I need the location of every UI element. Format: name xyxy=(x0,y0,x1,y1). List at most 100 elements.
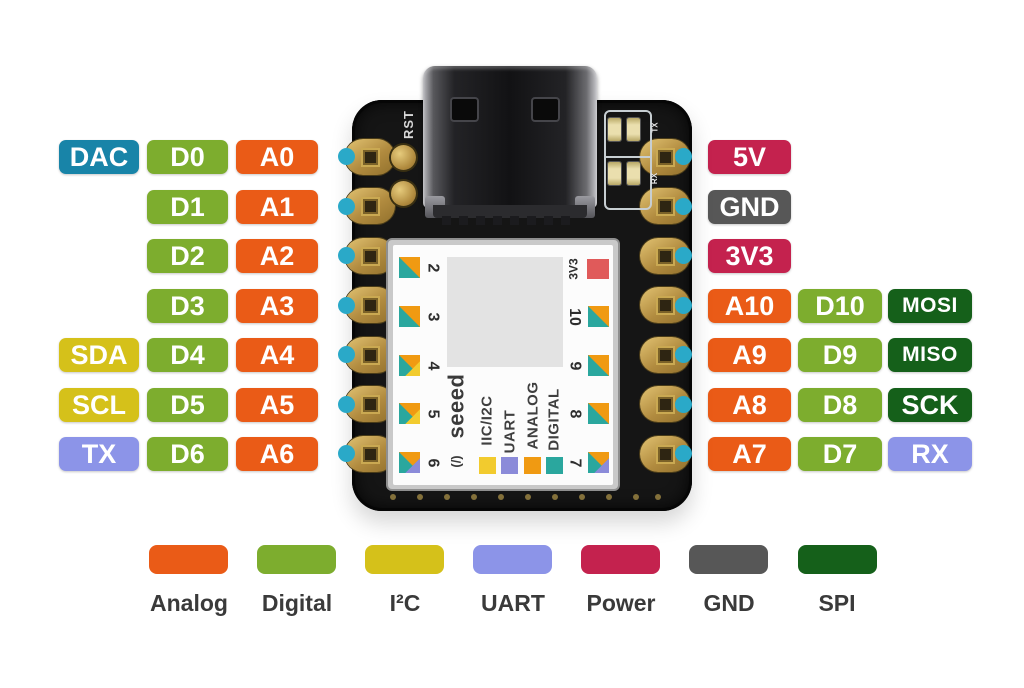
pin-badge-a5: A5 xyxy=(236,388,318,422)
led xyxy=(627,118,640,141)
legend-label-spi: SPI xyxy=(818,590,856,616)
label-legend-uart: UART xyxy=(501,409,519,454)
pin-badge-d4: D4 xyxy=(147,338,228,372)
led xyxy=(608,118,621,141)
castellation xyxy=(633,494,639,500)
legend-swatch-analog xyxy=(149,545,228,574)
pin-badge-d0: D0 xyxy=(147,140,228,174)
board-pad xyxy=(345,188,395,224)
usb-pin xyxy=(561,216,570,225)
castellation xyxy=(498,494,504,500)
cap-square-pin7 xyxy=(588,452,609,473)
cap-square-pin6 xyxy=(399,452,420,473)
pin-badge-a8: A8 xyxy=(708,388,791,422)
pin-badge-scl: SCL xyxy=(59,388,139,422)
castellation xyxy=(552,494,558,500)
cap-square-pin5 xyxy=(399,403,420,424)
legend-label-power: Power xyxy=(586,590,656,616)
board-pad xyxy=(640,386,690,422)
cap-square-pin4 xyxy=(399,355,420,376)
pin-badge-a6: A6 xyxy=(236,437,318,471)
pin-badge-a10: A10 xyxy=(708,289,791,323)
pin-badge-d9: D9 xyxy=(798,338,882,372)
cap-square-pin8 xyxy=(588,403,609,424)
pin-number: 10 xyxy=(565,307,583,326)
castellation xyxy=(655,494,661,500)
pin-badge-dac: DAC xyxy=(59,140,139,174)
usb-pin xyxy=(544,216,553,225)
castellation xyxy=(606,494,612,500)
pin-dot xyxy=(338,297,355,314)
reset-pad xyxy=(391,145,416,170)
seeed-logo-text: seeed xyxy=(443,373,469,439)
castellation xyxy=(471,494,477,500)
legend-label-i2c: I²C xyxy=(389,590,421,616)
pin-number: 6 xyxy=(424,458,441,467)
castellation xyxy=(525,494,531,500)
pin-badge-sck: SCK xyxy=(888,388,972,422)
usb-shield-hole xyxy=(531,97,560,122)
pin-number: 4 xyxy=(424,361,441,370)
usb-flange xyxy=(433,205,587,218)
castellation xyxy=(579,494,585,500)
pin-dot xyxy=(338,148,355,165)
legend-swatch-i2c xyxy=(365,545,444,574)
pin-number: 9 xyxy=(566,361,583,370)
tx-led-label: TX xyxy=(650,121,660,133)
reset-pad xyxy=(391,181,416,206)
pin-badge-d7: D7 xyxy=(798,437,882,471)
label-legend-iic: IIC/I2C xyxy=(479,395,496,446)
pin-badge-a4: A4 xyxy=(236,338,318,372)
legend-swatch-gnd xyxy=(689,545,768,574)
label-legend-swatch-digital xyxy=(546,457,563,474)
pin-number: 3 xyxy=(424,312,441,321)
legend-label-gnd: GND xyxy=(703,590,755,616)
pin-badge-tx: TX xyxy=(59,437,139,471)
rst-silkscreen-label: RST xyxy=(400,109,416,139)
legend-label-analog: Analog xyxy=(150,590,228,616)
pin-badge-gnd: GND xyxy=(708,190,791,224)
chip xyxy=(447,257,563,367)
pin-number: 8 xyxy=(566,409,583,418)
pin-badge-a0: A0 xyxy=(236,140,318,174)
pin-badge-a2: A2 xyxy=(236,239,318,273)
label-legend-digital: DIGITAL xyxy=(546,387,564,451)
pin-dot xyxy=(675,297,692,314)
pin-badge-d8: D8 xyxy=(798,388,882,422)
pin-badge-a7: A7 xyxy=(708,437,791,471)
board-3v3-label: 3V3 xyxy=(566,258,581,280)
pin-badge-d1: D1 xyxy=(147,190,228,224)
seeed-logo-icon: (/) xyxy=(448,454,464,468)
usb-pin xyxy=(510,216,519,225)
castellation xyxy=(417,494,423,500)
legend-label-digital: Digital xyxy=(261,590,333,616)
pin-dot xyxy=(675,148,692,165)
pin-badge-d10: D10 xyxy=(798,289,882,323)
pin-dot xyxy=(338,346,355,363)
pin-dot xyxy=(675,198,692,215)
pin-number: 5 xyxy=(424,409,441,418)
cap-square-3v3 xyxy=(587,259,609,279)
pin-badge-a9: A9 xyxy=(708,338,791,372)
usb-pin xyxy=(493,216,502,225)
pin-badge-a3: A3 xyxy=(236,289,318,323)
legend-swatch-spi xyxy=(798,545,877,574)
pin-dot xyxy=(338,247,355,264)
rx-led-label: RX xyxy=(650,172,660,184)
pin-dot xyxy=(675,396,692,413)
pin-badge-d5: D5 xyxy=(147,388,228,422)
cap-square-pin10 xyxy=(588,306,609,327)
legend-swatch-power xyxy=(581,545,660,574)
pin-dot xyxy=(675,346,692,363)
cap-square-pin3 xyxy=(399,306,420,327)
usb-pin xyxy=(459,216,468,225)
pin-badge-mosi: MOSI xyxy=(888,289,972,323)
label-legend-analog: ANALOG xyxy=(524,381,541,450)
pin-number: 2 xyxy=(424,263,441,272)
pin-badge-d2: D2 xyxy=(147,239,228,273)
castellation xyxy=(444,494,450,500)
usb-pin xyxy=(442,216,451,225)
pin-badge-miso: MISO xyxy=(888,338,972,372)
label-legend-swatch-analog xyxy=(524,457,541,474)
